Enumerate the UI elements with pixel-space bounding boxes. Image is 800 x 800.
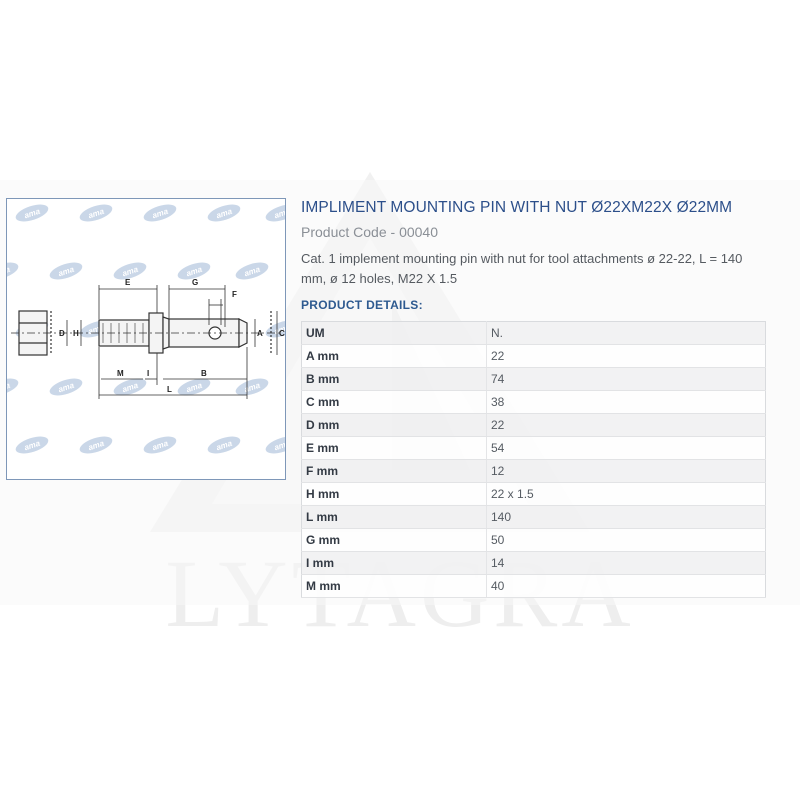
product-title: IMPLIMENT MOUNTING PIN WITH NUT Ø22XM22X…: [301, 199, 733, 216]
ama-logo-icon: [79, 204, 113, 222]
table-row: B mm 74: [301, 367, 766, 391]
table-row-value: 140: [486, 505, 766, 529]
dimension-lines: [66, 285, 278, 399]
ama-logo-icon: [265, 436, 285, 454]
table-row-value: 50: [486, 528, 766, 552]
table-row: M mm 40: [301, 574, 766, 598]
product-description: Cat. 1 implement mounting pin with nut f…: [301, 251, 743, 286]
table-row-key: H mm: [301, 482, 487, 506]
dim-label-f: F: [232, 290, 237, 299]
ama-logo-icon: [15, 436, 49, 454]
table-row: D mm 22: [301, 413, 766, 437]
dim-label-l: L: [167, 385, 172, 394]
dim-label-c: C: [279, 329, 285, 338]
table-row-key: A mm: [301, 344, 487, 368]
dim-label-e: E: [125, 278, 131, 287]
dim-label-g: G: [192, 278, 198, 287]
product-code-label: Product Code -: [301, 224, 400, 240]
dim-label-d: D: [59, 329, 65, 338]
ama-logo-icon: [143, 436, 177, 454]
table-row-key: I mm: [301, 551, 487, 575]
table-row-key: L mm: [301, 505, 487, 529]
table-row: C mm 38: [301, 390, 766, 414]
dim-label-i: I: [147, 369, 149, 378]
table-row: I mm 14: [301, 551, 766, 575]
ama-logo-icon: [113, 378, 147, 396]
table-row-value: 74: [486, 367, 766, 391]
ama-logo-icon: [49, 262, 83, 280]
table-row-key: G mm: [301, 528, 487, 552]
product-code-value: 00040: [399, 224, 438, 240]
table-row: H mm 22 x 1.5: [301, 482, 766, 506]
table-row-key: B mm: [301, 367, 487, 391]
ama-logo-text: ama: [273, 439, 286, 453]
dim-label-h: H: [73, 329, 79, 338]
ama-logo-icon: [15, 204, 49, 222]
table-row-key: C mm: [301, 390, 487, 414]
ama-logo-text: ama: [7, 381, 12, 395]
table-row-value: 54: [486, 436, 766, 460]
ama-logo-icon: [143, 204, 177, 222]
ama-logo-icon: [177, 378, 211, 396]
ama-logo-icon: [207, 436, 241, 454]
table-header-row: UM N.: [301, 321, 766, 345]
ama-logo-text: ama: [273, 207, 286, 221]
pin-icon: [11, 311, 283, 355]
ama-logo-icon: [235, 378, 269, 396]
dim-label-b: B: [201, 369, 207, 378]
table-header-value: N.: [486, 321, 766, 345]
table-row-value: 40: [486, 574, 766, 598]
table-row-value: 38: [486, 390, 766, 414]
ama-logo-icon: [49, 378, 83, 396]
ama-logo-icon: [7, 262, 19, 280]
table-row: G mm 50: [301, 528, 766, 552]
table-header-key: UM: [301, 321, 487, 345]
table-row-value: 22: [486, 413, 766, 437]
product-code: Product Code - 00040: [301, 222, 771, 242]
product-details-table: UM N. A mm 22 B mm 74 C mm 38 D mm 22 E …: [301, 321, 766, 598]
ama-logo-icon: [207, 204, 241, 222]
table-row-key: F mm: [301, 459, 487, 483]
ama-logo-icon: [113, 262, 147, 280]
dim-label-m: M: [117, 369, 124, 378]
product-info: IMPLIMENT MOUNTING PIN WITH NUT Ø22XM22X…: [301, 198, 771, 312]
table-row: E mm 54: [301, 436, 766, 460]
dim-label-a: A: [257, 329, 263, 338]
ama-logo-text: ama: [7, 265, 12, 279]
table-row-value: 22 x 1.5: [486, 482, 766, 506]
table-row: F mm 12: [301, 459, 766, 483]
table-row: A mm 22: [301, 344, 766, 368]
table-row-key: M mm: [301, 574, 487, 598]
table-row-value: 14: [486, 551, 766, 575]
ama-logo-icon: [7, 378, 19, 396]
table-row-value: 22: [486, 344, 766, 368]
ama-logo-text: ama: [273, 323, 286, 337]
ama-logo-icon: [265, 204, 285, 222]
product-details-heading: PRODUCT DETAILS:: [301, 298, 423, 312]
ama-logo-icon: [177, 262, 211, 280]
table-row-key: D mm: [301, 413, 487, 437]
ama-logo-icon: [79, 436, 113, 454]
table-row: L mm 140: [301, 505, 766, 529]
table-row-value: 12: [486, 459, 766, 483]
table-row-key: E mm: [301, 436, 487, 460]
ama-logo-icon: [235, 262, 269, 280]
